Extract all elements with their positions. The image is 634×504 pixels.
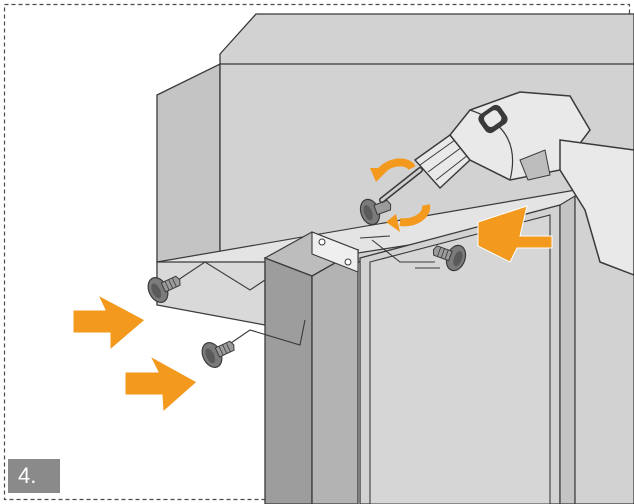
step-number-label: 4. xyxy=(18,463,36,489)
screw-icon xyxy=(198,333,239,371)
direction-arrow-icon xyxy=(73,295,145,350)
cabinet-box-front xyxy=(157,64,220,262)
frame-profile-side xyxy=(312,250,358,504)
shelf-floor xyxy=(157,262,265,325)
door-edge-right xyxy=(560,196,575,504)
bracket-hole xyxy=(319,239,325,245)
step-number-badge: 4. xyxy=(8,459,60,493)
frame-profile-front xyxy=(265,258,312,504)
bracket-hole xyxy=(345,259,351,265)
direction-arrow-icon xyxy=(125,356,197,412)
